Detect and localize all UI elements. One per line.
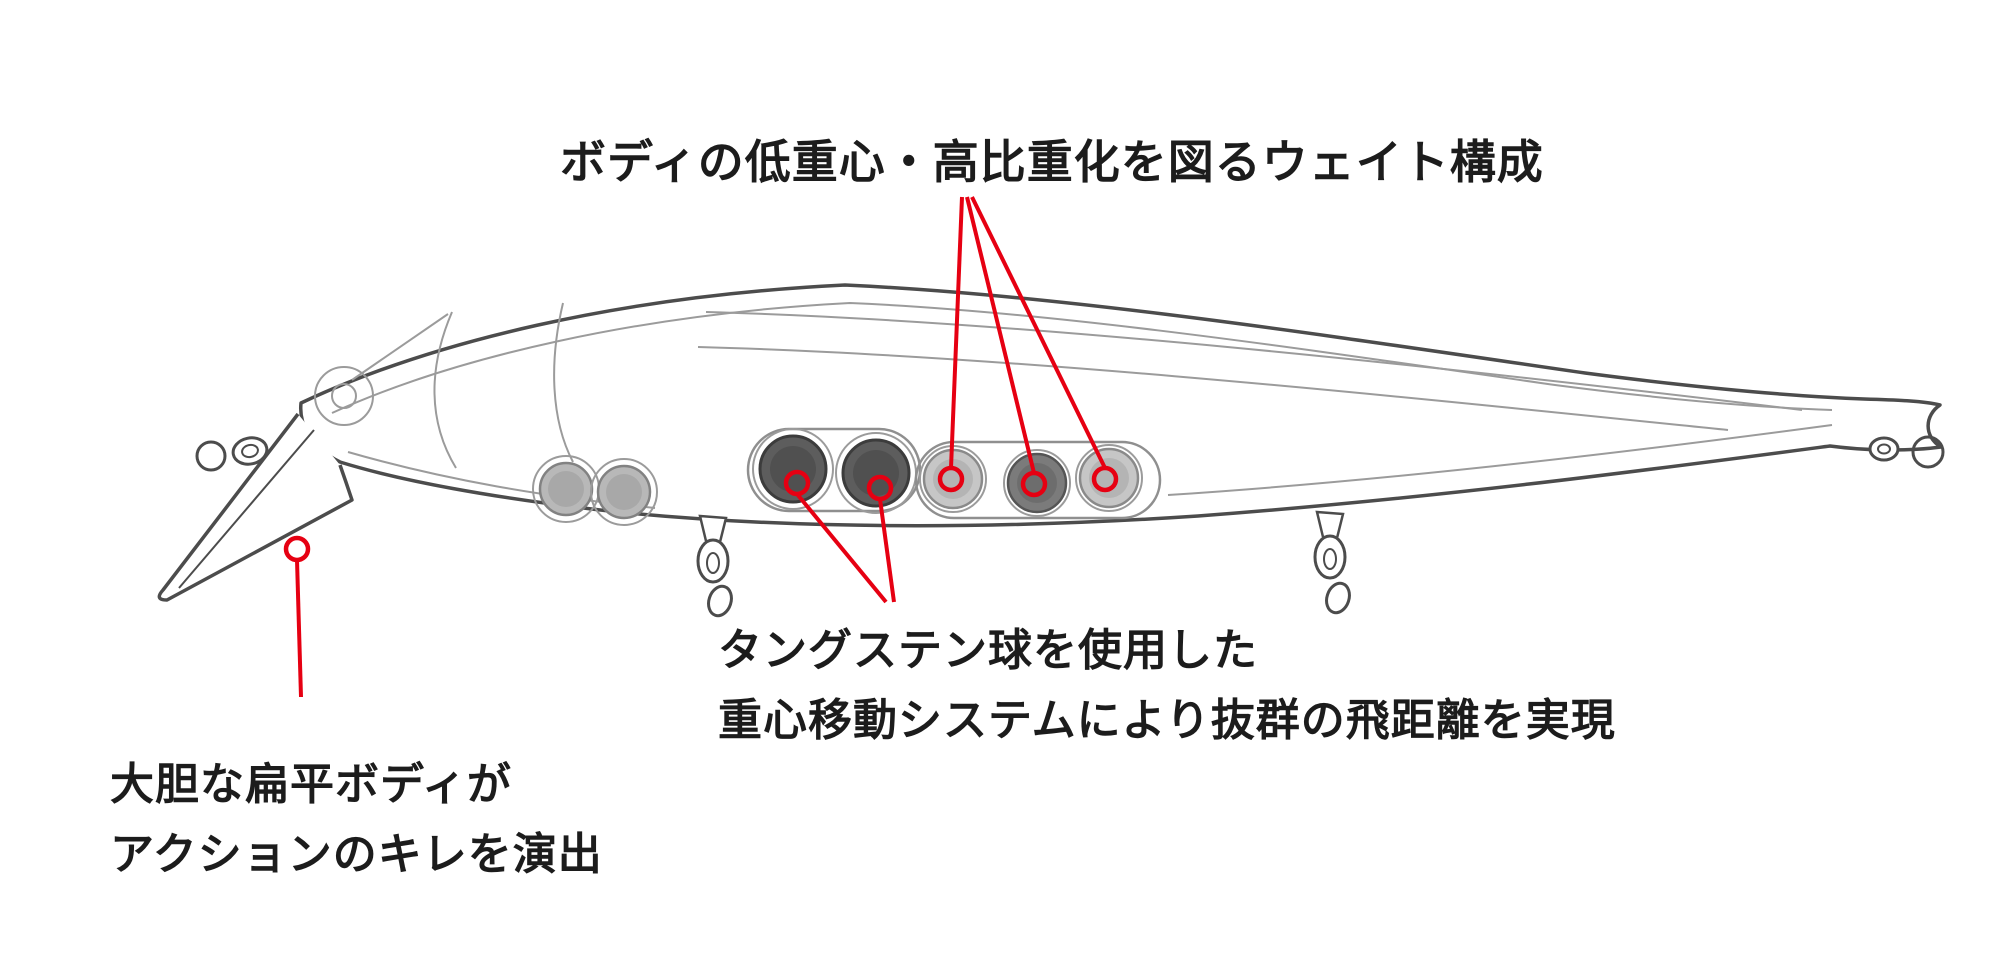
target-marker-channel-ball-1	[937, 465, 965, 493]
rear-split-ring	[1325, 581, 1351, 615]
channel-ball-halo-3	[1075, 444, 1143, 512]
head-rib-line	[351, 313, 449, 381]
rear-hanger-loop	[1313, 534, 1347, 580]
line-tie-eye-hole	[241, 443, 259, 459]
annotation-weight-config-text: ボディの低重心・高比重化を図るウェイト構成	[560, 135, 1544, 189]
annotation-tungsten: タングステン球を使用した 重心移動システムにより抜群の飛距離を実現	[718, 616, 1616, 756]
leader-line-weight-1	[949, 196, 964, 469]
tungsten-chamber	[746, 427, 922, 513]
red-annotations	[283, 196, 1119, 698]
front-hook-hanger	[696, 514, 733, 618]
front-hanger-loop-hole	[706, 552, 720, 574]
tungsten-ball-halo-1	[752, 428, 834, 510]
line-tie-split-ring	[195, 440, 227, 472]
tail-eye-loop	[1868, 436, 1900, 462]
annotation-weight-config: ボディの低重心・高比重化を図るウェイト構成	[560, 126, 1544, 192]
rattle-ball-halo-2	[590, 458, 658, 526]
rib-sweep-2	[697, 346, 1729, 431]
leader-line-tungsten-1	[795, 492, 888, 604]
annotation-tungsten-line2: 重心移動システムにより抜群の飛距離を実現	[718, 695, 1616, 746]
rib-sweep-3	[1167, 424, 1833, 496]
annotation-tungsten-line1: タングステン球を使用した	[718, 625, 1258, 676]
tungsten-ball-1-shade	[770, 446, 816, 492]
head-partition-1	[433, 311, 457, 469]
front-split-ring	[707, 584, 733, 618]
rattle-ball-2-shade	[606, 474, 642, 510]
front-hanger-mount	[698, 514, 728, 544]
transfer-channel-capsule	[914, 440, 1162, 520]
rear-hanger-loop-hole	[1323, 548, 1337, 570]
internal-ribs	[697, 311, 1833, 496]
front-hanger-loop	[696, 538, 730, 584]
tungsten-ball-2-shade	[853, 450, 899, 496]
rattle-balls	[532, 455, 658, 526]
head-partition-2	[553, 302, 574, 463]
nose-line-tie	[195, 436, 269, 472]
head-details	[314, 302, 574, 469]
eye-pupil	[331, 383, 357, 409]
target-marker-lip	[283, 535, 311, 563]
target-marker-channel-ball-2	[1020, 470, 1048, 498]
rattle-ball-1-shade	[548, 471, 584, 507]
annotation-flat-body: 大胆な扁平ボディが アクションのキレを演出	[110, 750, 603, 890]
tail-eye-hole	[1877, 443, 1891, 455]
eye-socket	[314, 366, 374, 426]
body-inner-contour-top	[331, 301, 1833, 414]
transfer-channel	[914, 440, 1162, 520]
leader-line-weight-2	[965, 196, 1036, 474]
rear-hook-hanger	[1313, 510, 1351, 615]
line-tie-eye	[231, 436, 269, 466]
annotation-flat-body-line2: アクションのキレを演出	[110, 829, 603, 880]
rear-hanger-mount	[1315, 510, 1345, 540]
leader-line-lip	[295, 559, 303, 698]
leader-line-weight-3	[970, 196, 1107, 469]
tail-split-ring	[1911, 435, 1945, 469]
leader-line-tungsten-2	[878, 498, 896, 603]
tungsten-chamber-capsule	[746, 427, 922, 513]
annotation-flat-body-line1: 大胆な扁平ボディが	[110, 759, 512, 810]
target-marker-channel-ball-3	[1091, 465, 1119, 493]
diving-lip	[157, 412, 354, 602]
lip-thickness-line	[178, 429, 315, 589]
channel-ball-halo-2	[1003, 449, 1071, 517]
rib-sweep-1	[705, 311, 1803, 411]
tail-eye	[1868, 435, 1945, 469]
